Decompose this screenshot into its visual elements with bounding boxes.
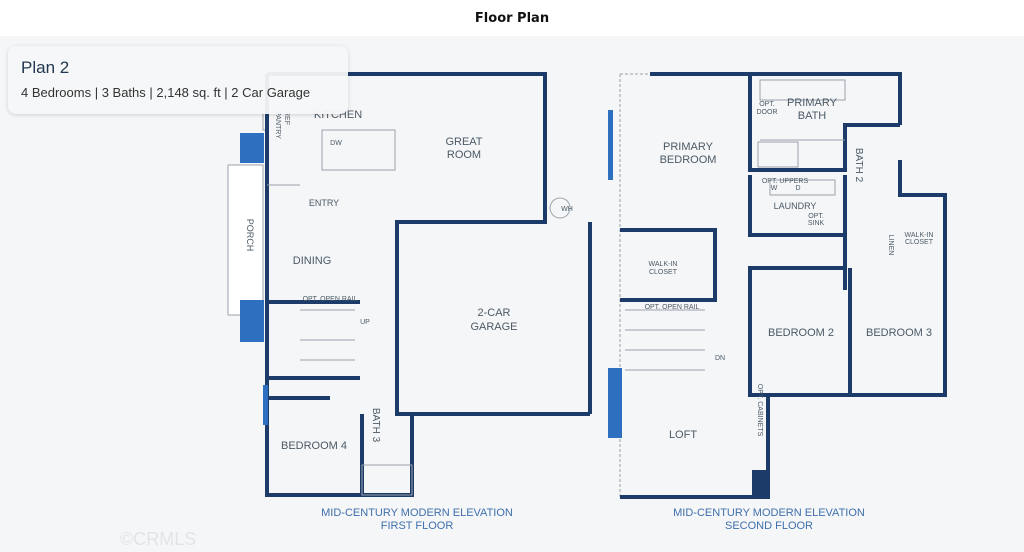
room-label-bath-3: BATH 3: [370, 408, 381, 443]
first-floor-caption-2: FIRST FLOOR: [381, 520, 454, 532]
opt-door-label-2: DOOR: [757, 109, 778, 116]
washer-label: W: [771, 185, 778, 192]
room-label-bedroom-3: BEDROOM 3: [866, 327, 932, 339]
linen-label: LINEN: [887, 235, 894, 256]
room-label-primary-bedroom-2: BEDROOM: [660, 154, 717, 166]
second-floor-caption: MID-CENTURY MODERN ELEVATION: [673, 507, 865, 519]
stairs-up-label: UP: [360, 319, 370, 326]
room-label-garage-2: GARAGE: [470, 321, 517, 333]
plan-specs: 4 Bedrooms | 3 Baths | 2,148 sq. ft | 2 …: [21, 85, 311, 100]
room-label-dining: DINING: [293, 255, 332, 267]
page-title: Floor Plan: [474, 11, 550, 26]
room-label-great-room-2: ROOM: [447, 149, 481, 161]
dishwasher-label: DW: [330, 140, 342, 147]
opt-uppers-label: OPT. UPPERS: [762, 178, 809, 185]
room-label-primary-bedroom: PRIMARY: [663, 141, 714, 153]
walkin-closet-label-bedroom3-2: CLOSET: [905, 239, 934, 246]
second-floor-caption-2: SECOND FLOOR: [725, 520, 813, 532]
room-label-loft: LOFT: [669, 429, 697, 441]
plan-name: Plan 2: [21, 58, 70, 77]
ref-label: REF: [283, 111, 290, 125]
opt-door-label: OPT.: [759, 101, 775, 108]
watermark: ©CRMLS: [120, 529, 196, 549]
opt-open-rail-label: OPT. OPEN RAIL: [303, 296, 358, 303]
walkin-closet-label: WALK-IN: [649, 261, 678, 268]
room-label-primary-bath: PRIMARY: [787, 97, 838, 109]
opt-open-rail-label-2: OPT. OPEN RAIL: [645, 304, 700, 311]
room-label-porch: PORCH: [245, 219, 255, 252]
stairs-down-label: DN: [715, 355, 725, 362]
room-label-garage: 2-CAR: [477, 307, 510, 319]
room-label-great-room: GREAT: [445, 136, 482, 148]
first-floor-caption: MID-CENTURY MODERN ELEVATION: [321, 507, 513, 519]
dryer-label: D: [795, 185, 800, 192]
plan-info-card: Plan 2 4 Bedrooms | 3 Baths | 2,148 sq. …: [8, 46, 348, 114]
room-label-bedroom-4: BEDROOM 4: [281, 440, 347, 452]
room-label-bedroom-2: BEDROOM 2: [768, 327, 834, 339]
pantry-label: PANTRY: [274, 111, 281, 139]
opt-sink-label-2: SINK: [808, 220, 825, 227]
second-floor-plan: PRIMARY BEDROOM PRIMARY BATH OPT. DOOR O…: [608, 72, 947, 532]
water-heater-label: WH: [561, 206, 573, 213]
room-label-laundry: LAUNDRY: [774, 201, 817, 211]
opt-sink-label: OPT.: [808, 213, 824, 220]
floor-plan-viewer: [0, 36, 1024, 552]
room-label-bath-2: BATH 2: [853, 148, 864, 183]
opt-cabinets-label: OPT. CABINETS: [756, 384, 763, 437]
first-floor-plan: KITCHEN GREAT ROOM DW WH ENTRY DINING PO…: [227, 72, 592, 532]
room-label-entry: ENTRY: [309, 198, 339, 208]
walkin-closet-label-bedroom3: WALK-IN: [905, 232, 934, 239]
room-label-primary-bath-2: BATH: [798, 110, 827, 122]
walkin-closet-label-2: CLOSET: [649, 269, 678, 276]
